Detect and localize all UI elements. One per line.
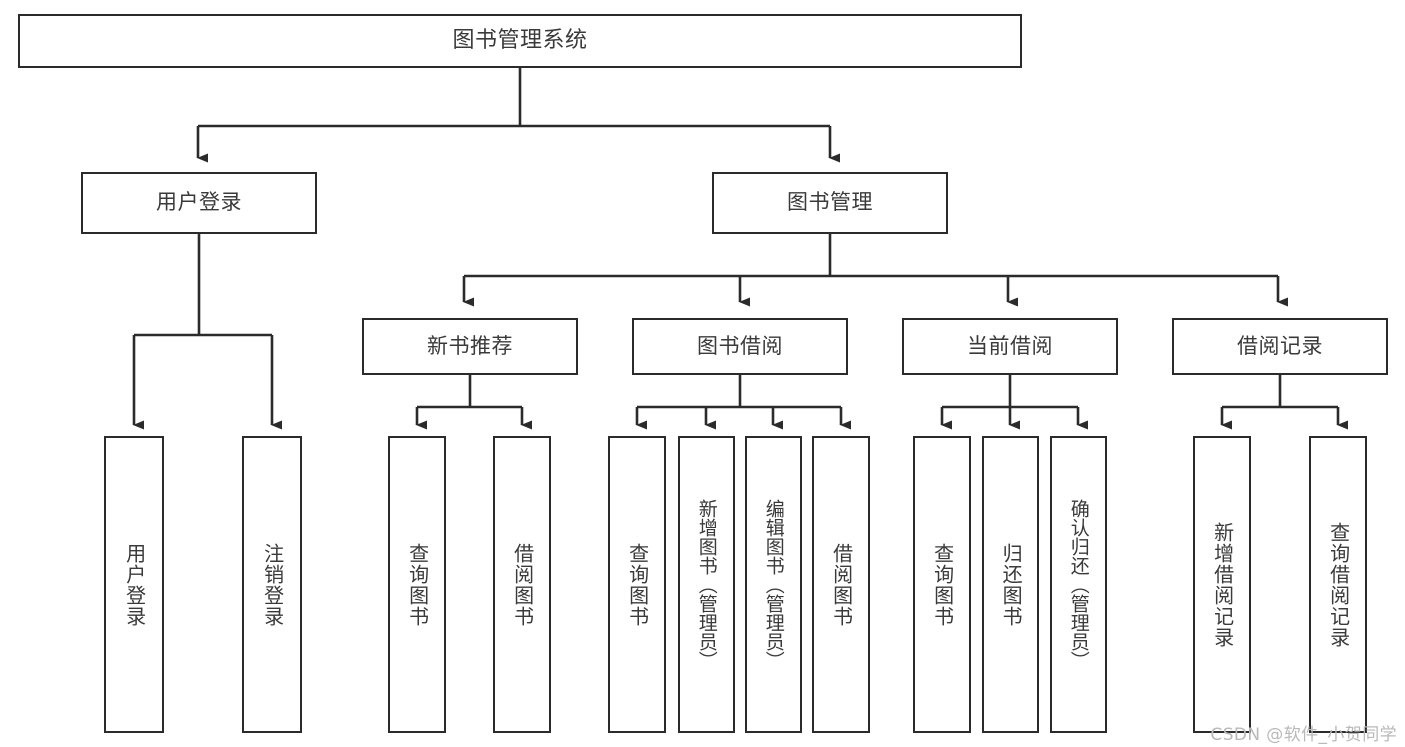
node-label: 图书管理系统 [452, 27, 588, 53]
node-label: 查询图书 [625, 542, 650, 627]
node-label: 借阅图书 [510, 542, 535, 627]
node-leaf-query-book-newbook[interactable]: 查询图书 [388, 436, 446, 733]
node-book-borrow[interactable]: 图书借阅 [632, 318, 848, 375]
node-label: 归还图书 [999, 542, 1024, 627]
node-current-borrow[interactable]: 当前借阅 [902, 318, 1118, 375]
node-leaf-add-book-admin[interactable]: 新增图书（管理员） [678, 436, 735, 733]
node-leaf-user-login[interactable]: 用户登录 [104, 436, 164, 733]
node-leaf-query-book-borrow[interactable]: 查询图书 [608, 436, 666, 733]
node-label: 查询图书 [930, 542, 955, 627]
node-label: 图书借阅 [697, 333, 783, 358]
node-label: 用户登录 [122, 542, 147, 627]
node-label: 新增图书（管理员） [695, 499, 718, 670]
node-leaf-query-borrow-record[interactable]: 查询借阅记录 [1309, 436, 1367, 733]
node-label: 新增借阅记录 [1210, 521, 1235, 648]
node-label: 注销登录 [260, 542, 285, 627]
node-leaf-return-book[interactable]: 归还图书 [982, 436, 1039, 733]
csdn-watermark: CSDN @软件_小贺同学 [1210, 725, 1397, 745]
node-label: 用户登录 [156, 190, 242, 215]
node-label: 借阅图书 [829, 542, 854, 627]
node-label: 确认归还（管理员） [1067, 499, 1090, 670]
node-leaf-borrow-book-newbook[interactable]: 借阅图书 [493, 436, 551, 733]
node-label: 图书管理 [787, 190, 873, 215]
node-book-management[interactable]: 图书管理 [712, 172, 948, 234]
node-label: 新书推荐 [427, 333, 513, 358]
node-leaf-confirm-return-admin[interactable]: 确认归还（管理员） [1050, 436, 1107, 733]
node-leaf-borrow-book[interactable]: 借阅图书 [812, 436, 870, 733]
node-root-system[interactable]: 图书管理系统 [18, 14, 1022, 68]
node-label: 借阅记录 [1237, 333, 1323, 358]
node-leaf-query-book-current[interactable]: 查询图书 [913, 436, 971, 733]
node-user-login[interactable]: 用户登录 [81, 172, 317, 234]
node-leaf-add-borrow-record[interactable]: 新增借阅记录 [1193, 436, 1251, 733]
node-leaf-edit-book-admin[interactable]: 编辑图书（管理员） [745, 436, 802, 733]
node-label: 当前借阅 [967, 333, 1053, 358]
node-leaf-logout[interactable]: 注销登录 [242, 436, 302, 733]
node-borrow-records[interactable]: 借阅记录 [1172, 318, 1388, 375]
node-label: 编辑图书（管理员） [762, 499, 785, 670]
node-new-book-recommend[interactable]: 新书推荐 [362, 318, 578, 375]
node-label: 查询图书 [405, 542, 430, 627]
node-label: 查询借阅记录 [1326, 521, 1351, 648]
